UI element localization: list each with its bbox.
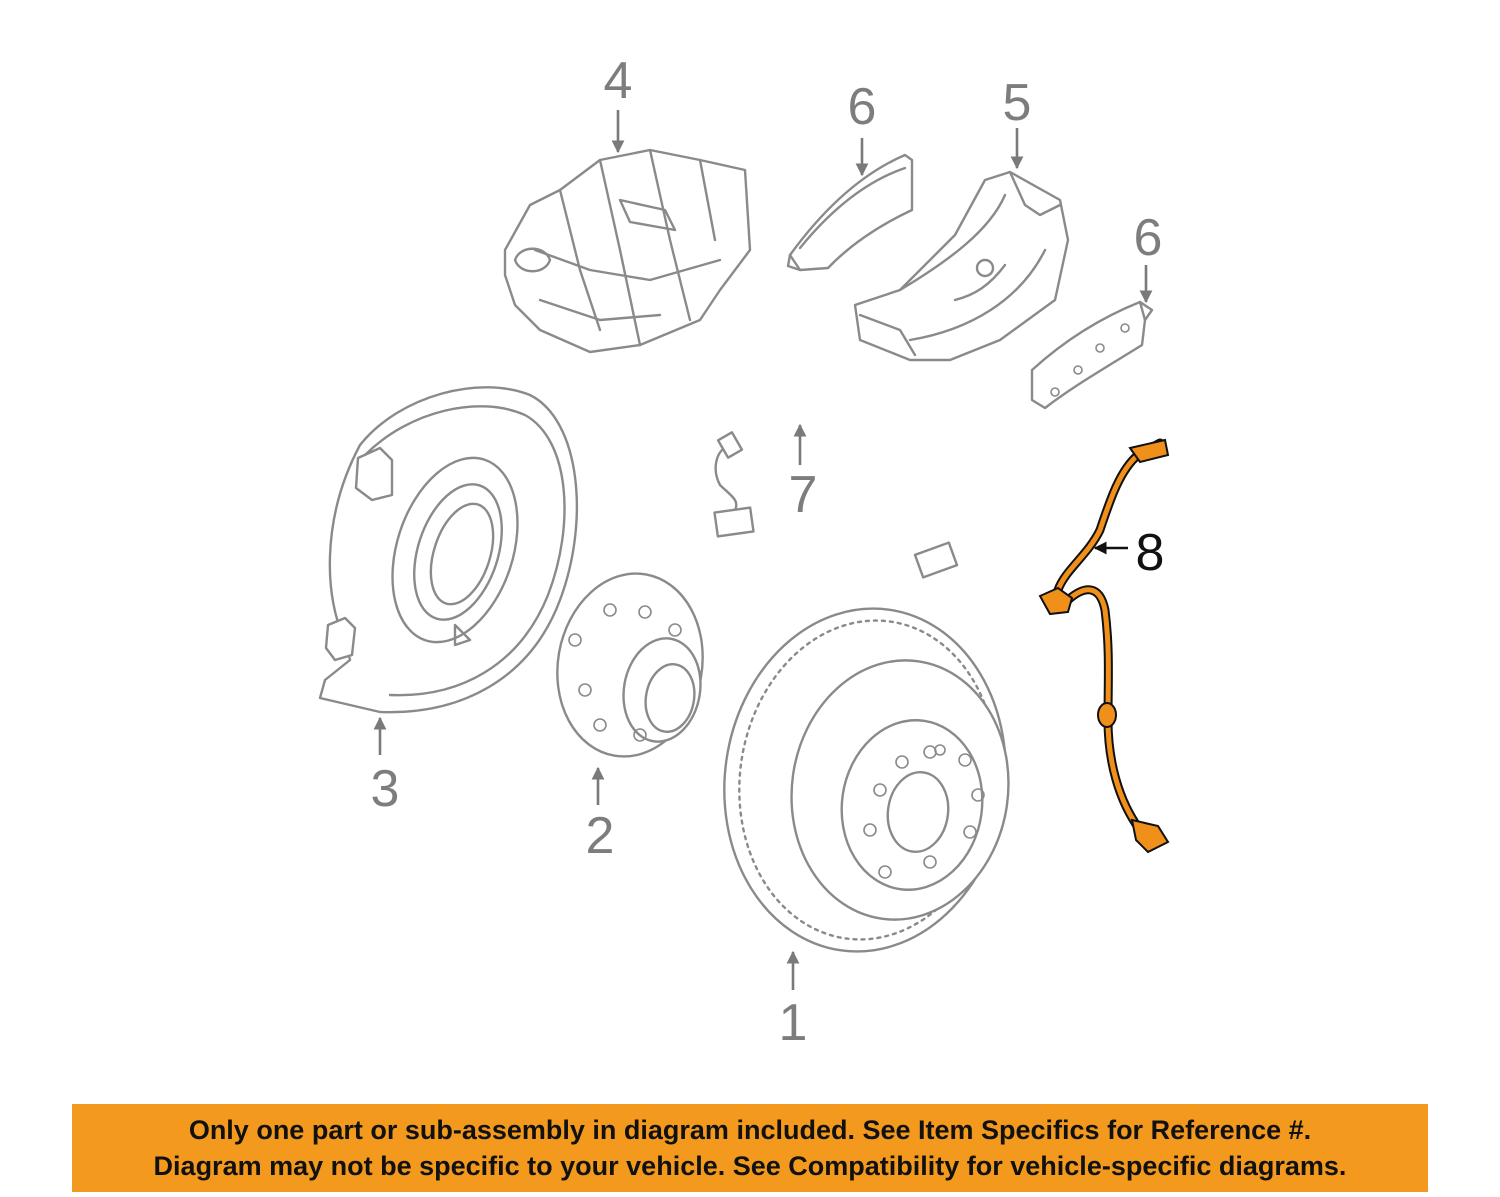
callout-2: 2 <box>586 807 615 865</box>
disclaimer-line-2: Diagram may not be specific to your vehi… <box>153 1151 1347 1181</box>
callout-8: 8 <box>1136 524 1165 582</box>
callout-1: 1 <box>779 994 808 1052</box>
leader-arrows <box>373 110 1153 990</box>
part-wear-sensor <box>713 402 959 579</box>
callout-3: 3 <box>371 760 400 818</box>
callout-7: 7 <box>789 466 818 524</box>
part-brake-rotor <box>723 607 1010 953</box>
part-caliper <box>503 148 752 354</box>
disclaimer-banner: Only one part or sub-assembly in diagram… <box>72 1104 1428 1192</box>
callout-5: 5 <box>1003 74 1032 132</box>
part-brake-pad-inner <box>786 153 914 272</box>
disclaimer-line-1: Only one part or sub-assembly in diagram… <box>188 1115 1312 1145</box>
part-caliper-bracket <box>853 170 1070 362</box>
part-abs-wheel-speed-sensor <box>1038 438 1170 854</box>
part-brake-pad-outer <box>1030 300 1154 410</box>
callout-6-inner-pad: 6 <box>848 78 877 136</box>
part-dust-shield <box>318 386 579 714</box>
callout-6-outer-pad: 6 <box>1134 209 1163 267</box>
callout-4: 4 <box>604 52 633 110</box>
part-wheel-hub <box>556 572 704 758</box>
